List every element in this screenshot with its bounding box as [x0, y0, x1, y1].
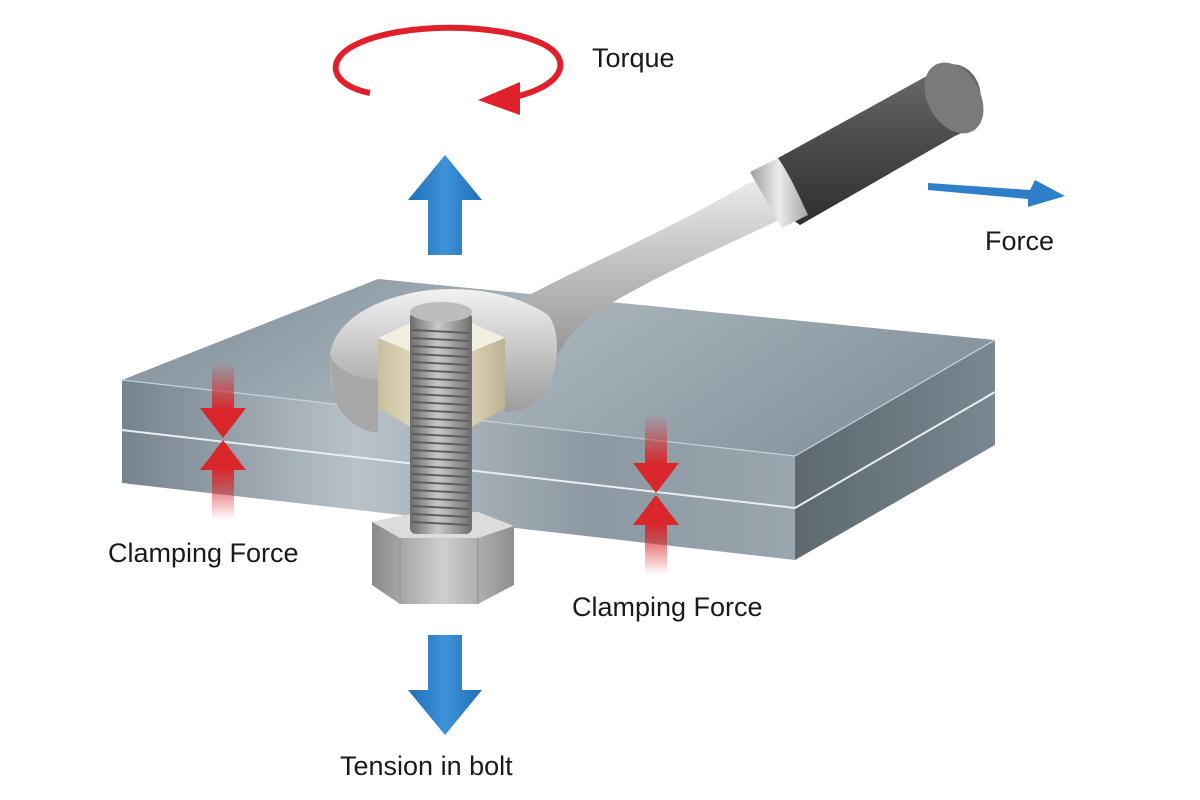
bolt-thread	[411, 345, 471, 350]
bolt-thread	[411, 457, 471, 462]
bolt-thread	[411, 385, 471, 390]
tension-label: Tension in bolt	[340, 751, 513, 781]
clamping-force-arrows	[200, 362, 246, 520]
bolt-thread	[411, 481, 471, 486]
bolt-thread	[411, 401, 471, 406]
downward-tension-arrow	[408, 635, 482, 735]
upward-force-arrow	[408, 155, 482, 255]
clamping-force-label-right: Clamping Force	[572, 592, 763, 622]
wrench	[330, 62, 984, 432]
bolt-thread	[411, 425, 471, 430]
bolt-thread	[411, 449, 471, 454]
torque-rotation-arrow	[332, 24, 564, 115]
bolt-thread	[411, 329, 471, 334]
bolt-thread	[411, 353, 471, 358]
bolt-thread	[411, 433, 471, 438]
horizontal-force-arrow	[928, 180, 1065, 207]
bolt-thread	[411, 377, 471, 382]
bolt-thread	[411, 521, 471, 526]
torque-label: Torque	[592, 43, 675, 73]
bolt-thread	[411, 489, 471, 494]
bolt-thread	[411, 337, 471, 342]
bolt-thread	[411, 465, 471, 470]
bolt-head	[372, 512, 514, 604]
bolt-thread	[411, 369, 471, 374]
bolt-thread	[411, 393, 471, 398]
bolt-thread	[411, 497, 471, 502]
bolt-thread	[411, 409, 471, 414]
bolt-thread	[411, 505, 471, 510]
bolt-thread	[411, 513, 471, 518]
bolt-thread	[411, 473, 471, 478]
bolt-thread	[411, 441, 471, 446]
force-label: Force	[985, 226, 1055, 256]
bolt-thread	[411, 417, 471, 422]
clamping-force-label-left: Clamping Force	[108, 538, 299, 568]
clamping-force-arrows	[633, 415, 679, 575]
bolt	[410, 302, 472, 534]
bolt-thread	[411, 361, 471, 366]
